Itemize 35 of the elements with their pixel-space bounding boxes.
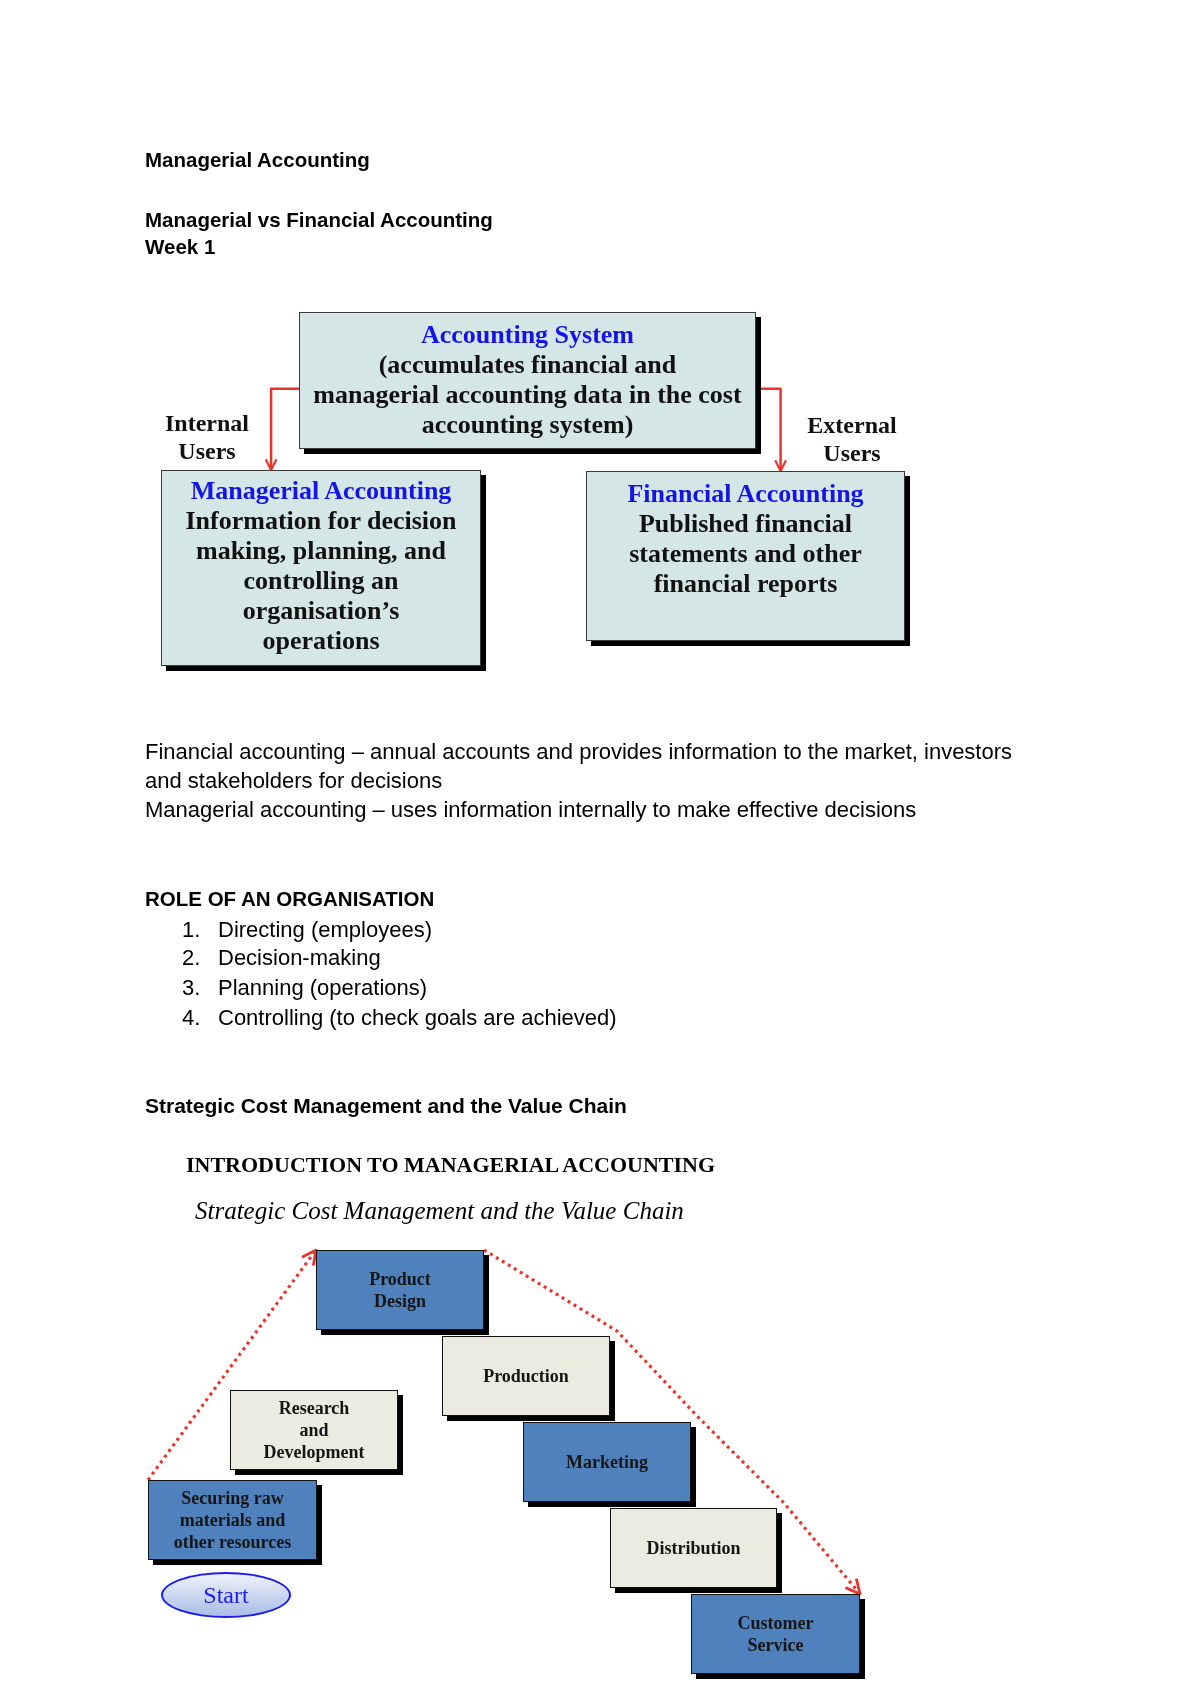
box-label: Research and Development [262,1397,366,1463]
paragraph: Managerial accounting – uses information internally to make effective decisions [145,796,918,824]
list-item: Controlling (to check goals are achieved) [218,1004,617,1032]
start-label: Start [203,1581,249,1609]
box-label: Customer Service [736,1612,815,1656]
list-item: Directing (employees) [218,916,432,944]
box-title: Managerial Accounting [190,476,452,506]
box-label: Distribution [645,1537,742,1559]
box-text: (accumulates financial and managerial accounting data in the cost accounting system) [313,350,742,440]
box-label: Production [482,1365,570,1387]
box-label: Securing raw materials and other resources [172,1487,293,1553]
section-heading: ROLE OF AN ORGANISATION [145,886,435,912]
list-item: Planning (operations) [218,974,428,1002]
list-number: 1. [182,916,201,944]
dotted-arrow [146,1248,318,1481]
slide-heading: INTRODUCTION TO MANAGERIAL ACCOUNTING [186,1151,716,1179]
arrow [264,387,299,472]
box-text: Information for decision making, planning, and controlling an organisation’s operations [184,506,458,656]
page-title: Managerial Accounting [145,147,370,173]
section-heading: Strategic Cost Management and the Value Chain [145,1093,627,1119]
list-number: 3. [182,974,201,1002]
box-label: Marketing [565,1451,649,1473]
box-label: Product Design [368,1268,432,1312]
week-label: Week 1 [145,234,216,260]
box-text: Published financial statements and other financial reports [628,509,863,599]
dotted-arrow [483,1248,862,1596]
list-number: 2. [182,944,201,972]
box-title: Financial Accounting [627,479,864,509]
slide-subtitle: Strategic Cost Management and the Value Chain [195,1196,684,1226]
list-item: Decision-making [218,944,381,972]
box-title: Accounting System [420,320,635,350]
paragraph: Financial accounting – annual accounts and provides information to the market, investors and stakeholders for decisions [145,738,1014,795]
list-number: 4. [182,1004,201,1032]
subtitle: Managerial vs Financial Accounting [145,207,493,233]
arrow [761,387,788,473]
